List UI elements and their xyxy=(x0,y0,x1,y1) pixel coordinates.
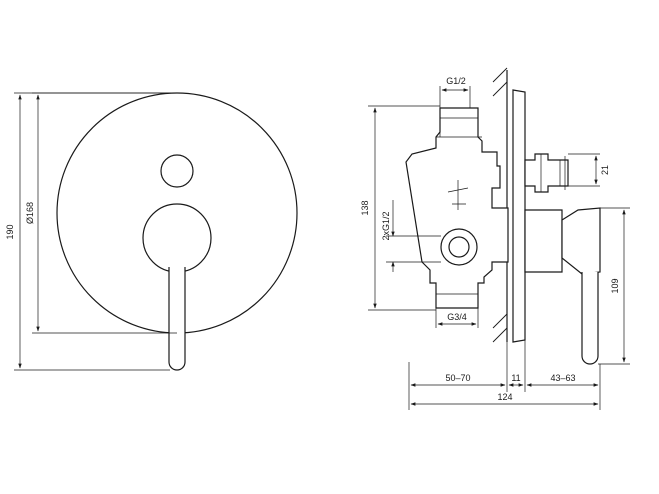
front-view: 190 Ø168 xyxy=(5,92,298,371)
dim-body-height-label: 138 xyxy=(360,200,370,215)
lever-handle xyxy=(168,267,186,371)
trim-lever xyxy=(581,272,599,365)
cartridge-stem xyxy=(524,153,569,193)
dim-projection-label: 43–63 xyxy=(550,373,575,383)
side-view: G1/2 138 2xG1/2 G3/4 21 109 5 xyxy=(360,67,630,410)
dim-top-thread-label: G1/2 xyxy=(446,76,466,86)
dim-height-label: 190 xyxy=(5,224,15,239)
dim-diameter-label: Ø168 xyxy=(25,202,35,224)
dim-wall-label: 11 xyxy=(511,373,520,383)
dim-right-height-label: 109 xyxy=(610,278,620,293)
handle-hub xyxy=(142,203,212,273)
mounting-plate xyxy=(512,89,526,343)
dim-total-label: 124 xyxy=(497,392,512,402)
selector-knob xyxy=(160,154,194,188)
side-outlet-inner xyxy=(448,236,470,258)
side-outlet-outer xyxy=(440,228,478,266)
wall-hatching xyxy=(492,67,508,343)
dim-right-small-label: 21 xyxy=(600,165,610,175)
fitting-symbol xyxy=(447,180,469,210)
trim-handle-body xyxy=(561,207,601,275)
dim-side-outlets-label: 2xG1/2 xyxy=(381,211,391,240)
dim-depth-range-label: 50–70 xyxy=(445,373,470,383)
valve-body xyxy=(405,107,509,309)
trim-escutcheon xyxy=(524,209,563,273)
dim-bottom-thread-label: G3/4 xyxy=(447,312,467,322)
